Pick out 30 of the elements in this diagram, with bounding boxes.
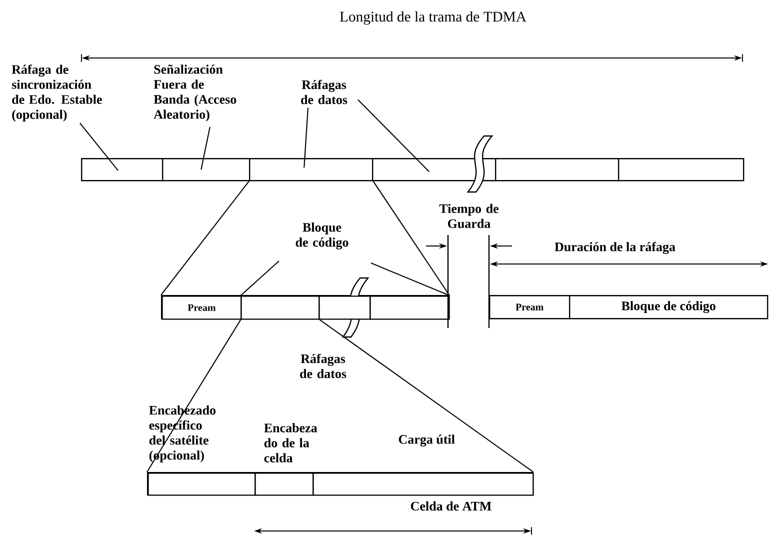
segment-box: Pream bbox=[162, 296, 242, 320]
dimension-label: Ráfagas de datos bbox=[300, 354, 346, 378]
label-text: Ráfaga de sincronización de Edo. Estable (opcional) bbox=[12, 64, 102, 122]
segment-box bbox=[249, 158, 374, 182]
zoom-line bbox=[320, 319, 534, 472]
leader-line bbox=[80, 122, 119, 171]
leader-line bbox=[358, 99, 430, 172]
dimension-label: Duración de la ráfaga bbox=[554, 242, 676, 254]
zoom-line bbox=[146, 320, 242, 472]
node-label: Carga útil bbox=[398, 434, 455, 447]
segment-box bbox=[618, 158, 744, 182]
leader-line bbox=[240, 260, 280, 296]
leader-line bbox=[304, 108, 309, 168]
segment-box bbox=[162, 158, 250, 182]
segment-box bbox=[372, 135, 496, 193]
label-text: Ráfagas de datos bbox=[301, 80, 348, 104]
segment-box: Pream bbox=[489, 295, 570, 320]
segment-box bbox=[81, 158, 164, 182]
label-text: Bloque de código bbox=[296, 222, 348, 250]
leader-line bbox=[200, 126, 210, 170]
label-text: Señalización Fuera de Banda (Acceso Aleatorio) bbox=[154, 64, 236, 122]
segment-box bbox=[370, 296, 450, 320]
segment-box bbox=[495, 158, 620, 182]
dimension-label: Longitud de la trama de TDMA bbox=[340, 11, 526, 25]
segment-box bbox=[240, 296, 320, 320]
leader-line bbox=[370, 262, 450, 296]
zoom-line bbox=[372, 180, 450, 296]
segment-box bbox=[318, 296, 371, 320]
dimension-label: Tiempo de Guarda bbox=[439, 204, 499, 228]
zoom-line bbox=[160, 180, 250, 296]
